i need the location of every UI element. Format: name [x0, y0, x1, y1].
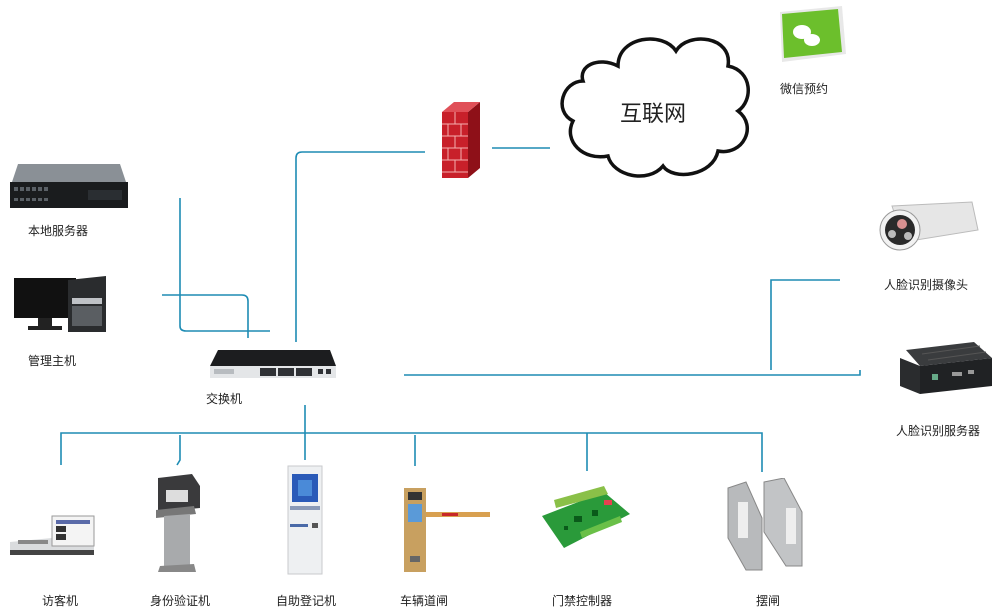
cloud-icon — [560, 37, 750, 178]
rack-server-icon — [10, 164, 128, 208]
wechat-phone-icon — [780, 6, 846, 62]
wechat-label: 微信预约 — [780, 82, 829, 96]
box-server-icon — [900, 342, 992, 394]
terminal-label-0: 访客机 — [42, 594, 79, 608]
switch-label: 交换机 — [206, 392, 243, 406]
terminal-label-5: 摆闸 — [756, 594, 781, 608]
link-switch-firewall — [295, 151, 425, 342]
visitor-terminal-icon — [10, 515, 95, 555]
terminal-label-1: 身份验证机 — [150, 594, 211, 608]
network-switch-icon — [210, 350, 336, 378]
firewall-icon — [442, 102, 480, 178]
management-host-label: 管理主机 — [28, 354, 77, 368]
self-register-kiosk-icon — [287, 465, 323, 575]
id-verify-kiosk-icon — [156, 474, 200, 572]
swing-gate-icon — [727, 478, 803, 571]
terminal-label-3: 车辆道闸 — [400, 594, 449, 608]
barrier-gate-icon — [404, 488, 490, 572]
face-server-label: 人脸识别服务器 — [896, 424, 981, 438]
link-host-switch — [162, 294, 249, 338]
terminal-label-4: 门禁控制器 — [552, 594, 613, 608]
access-controller-board-icon — [542, 486, 630, 548]
link-camera — [770, 279, 840, 370]
link-switch-face — [404, 370, 861, 376]
internet-label: 互联网 — [620, 102, 687, 127]
terminal-bus — [60, 432, 763, 472]
link-server-switch — [179, 198, 270, 332]
local-server-label: 本地服务器 — [28, 224, 89, 238]
camera-icon — [879, 201, 979, 251]
desktop-computer-icon — [14, 276, 106, 332]
drop-id-verify — [176, 435, 181, 466]
terminal-label-2: 自助登记机 — [276, 594, 337, 608]
face-camera-label: 人脸识别摄像头 — [884, 278, 969, 292]
